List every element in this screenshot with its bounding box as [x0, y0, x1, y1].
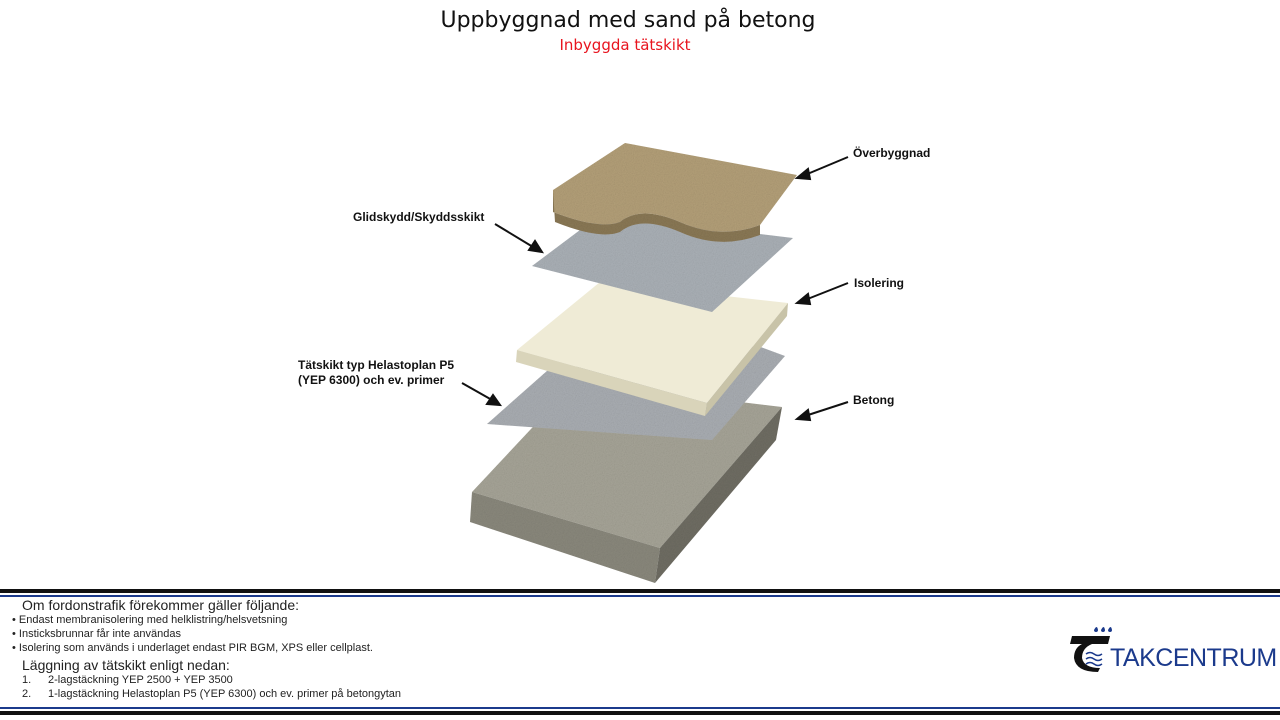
logo-text: TAKCENTRUM — [1110, 644, 1277, 672]
notes-heading-traffic: Om fordonstrafik förekommer gäller följa… — [22, 597, 299, 613]
page-subtitle: Inbyggda tätskikt — [559, 36, 691, 54]
label-glidskydd: Glidskydd/Skyddsskikt — [353, 210, 485, 224]
page-title: Uppbyggnad med sand på betong — [440, 8, 816, 33]
numbered-item: 2. 1-lagstäckning Helastoplan P5 (YEP 630… — [22, 687, 401, 701]
notes-section: Om fordonstrafik förekommer gäller följa… — [12, 598, 401, 701]
insulation-layer — [516, 282, 788, 416]
label-overbyggnad: Överbyggnad — [853, 146, 931, 160]
label-isolering: Isolering — [854, 276, 905, 290]
divider-top-blue — [0, 595, 1280, 597]
bullet-item: • Insticksbrunnar får inte användas — [12, 628, 181, 640]
bullet-item: • Endast membranisolering med helklistri… — [12, 614, 288, 626]
numbered-item: 1. 2-lagstäckning YEP 2500 + YEP 3500 — [22, 673, 401, 687]
notes-heading-laying: Läggning av tätskikt enligt nedan: — [22, 657, 230, 673]
label-betong: Betong — [853, 393, 895, 407]
arrows — [461, 156, 849, 422]
divider-bottom-black — [0, 711, 1280, 715]
item-number: 2. — [22, 688, 32, 700]
item-text: 1-lagstäckning Helastoplan P5 (YEP 6300)… — [48, 688, 402, 700]
sand-layer — [553, 143, 797, 242]
bullet-text: Endast membranisolering med helklistring… — [18, 614, 288, 626]
label-tatskikt-line1: Tätskikt typ Helastoplan P5 — [298, 358, 455, 372]
layer-illustration — [461, 143, 849, 583]
divider-top-black — [0, 589, 1280, 593]
label-tatskikt: Tätskikt typ Helastoplan P5 (YEP 6300) o… — [298, 358, 454, 388]
bullet-text: Insticksbrunnar får inte användas — [18, 628, 181, 640]
divider-bottom-blue — [0, 707, 1280, 709]
label-tatskikt-line2: (YEP 6300) och ev. primer — [298, 373, 445, 387]
takcentrum-logo-icon — [1070, 627, 1112, 672]
bullet-text: Isolering som används i underlaget endas… — [18, 642, 373, 654]
item-number: 1. — [22, 674, 32, 686]
item-text: 2-lagstäckning YEP 2500 + YEP 3500 — [48, 674, 233, 686]
bullet-item: • Isolering som används i underlaget end… — [12, 642, 373, 654]
